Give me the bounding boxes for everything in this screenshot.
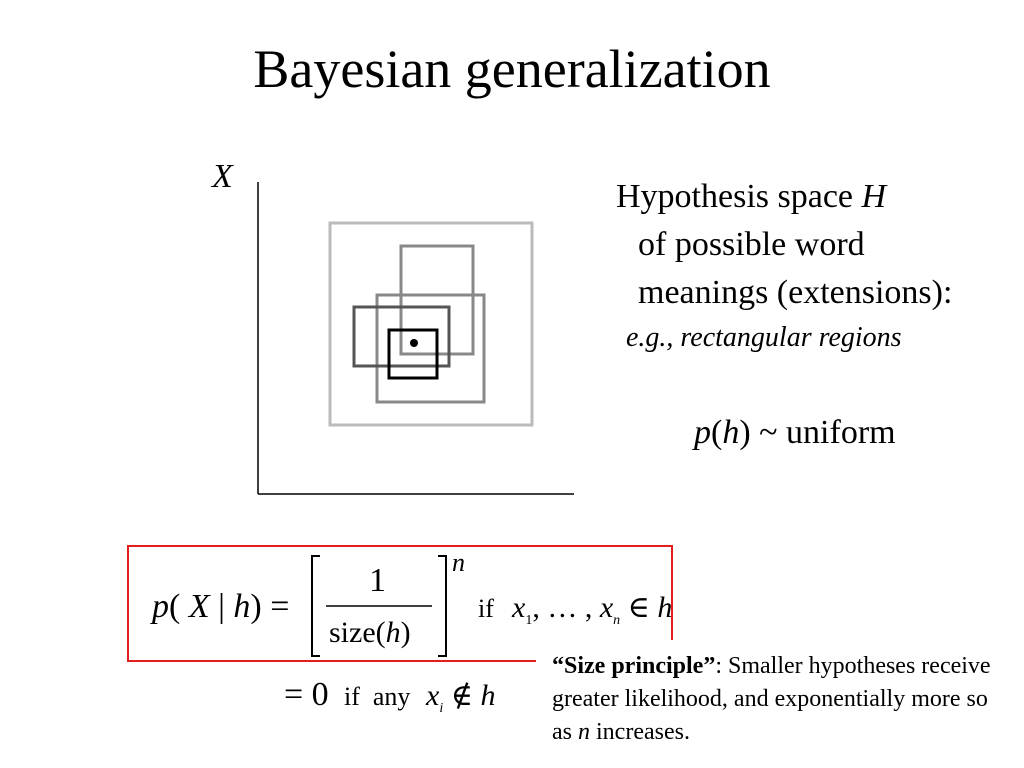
prior-uniform: ~ uniform — [759, 414, 896, 451]
hypothesis-rect-left — [352, 305, 451, 368]
den-text: size( — [329, 616, 386, 649]
eq-h: h — [233, 588, 251, 625]
size-principle-heading: “Size principle” — [552, 653, 716, 679]
hypothesis-rect-large — [328, 221, 534, 427]
zero-notin: ∉ — [450, 679, 473, 712]
condition-if: if — [478, 594, 494, 623]
zero-h: h — [480, 679, 496, 712]
cond-sub1: 1 — [525, 613, 533, 628]
exponent-n: n — [452, 548, 465, 577]
hyp-line2: of possible word — [638, 226, 865, 263]
fraction-numerator: 1 — [369, 562, 386, 599]
condition-members: x1, … , xn ∈ h — [512, 590, 672, 629]
zero-condition: xi ∉ h — [426, 678, 495, 717]
hyp-line3: meanings (extensions): — [638, 274, 953, 311]
cond-xn: x — [599, 591, 614, 624]
hypothesis-description: Hypothesis space H of possible word mean… — [616, 173, 952, 317]
cond-subn: n — [613, 613, 621, 628]
hypothesis-rect-middle — [375, 293, 486, 404]
prior-h: h — [722, 414, 740, 451]
cond-in: ∈ — [627, 591, 650, 624]
size-principle-text2: increases. — [590, 719, 690, 745]
den-h: h — [385, 616, 401, 649]
cond-x1: x — [512, 591, 526, 624]
hypothesis-rect-smallest — [387, 328, 439, 380]
zero-case: = 0 — [284, 676, 329, 713]
prior-p: p — [694, 414, 711, 451]
eq-X: X — [188, 588, 210, 625]
size-principle-note: “Size principle”: Smaller hypotheses rec… — [552, 650, 1012, 749]
axis-label-x: X — [212, 158, 233, 195]
example-text: e.g., rectangular regions — [626, 322, 902, 353]
zero-xi: x — [426, 679, 440, 712]
likelihood-box — [127, 545, 673, 662]
box-gap — [536, 640, 686, 680]
observed-example-point — [410, 339, 418, 347]
zero-subi: i — [439, 701, 444, 716]
hyp-line1-text: Hypothesis space — [616, 178, 854, 215]
eq-p: p — [152, 588, 169, 625]
den-close: ) — [400, 616, 411, 649]
size-principle-text1: : Smaller hypotheses receive greater lik… — [552, 653, 991, 745]
hyp-space-var: H — [861, 178, 887, 215]
cond-dots: , … , — [532, 591, 593, 624]
eq-equals: = — [270, 588, 290, 625]
zero-if-any: if any — [344, 682, 411, 711]
size-principle-n: n — [578, 719, 590, 745]
cond-h: h — [657, 591, 673, 624]
fraction-denominator: size(h) — [329, 616, 411, 650]
likelihood-lhs: p( X | h) = — [152, 588, 290, 625]
slide-title: Bayesian generalization — [253, 39, 771, 99]
left-bracket — [311, 555, 320, 657]
eq-bar: | — [218, 588, 225, 625]
prior-text: p(h) ~ uniform — [694, 414, 896, 451]
right-bracket — [438, 555, 447, 657]
